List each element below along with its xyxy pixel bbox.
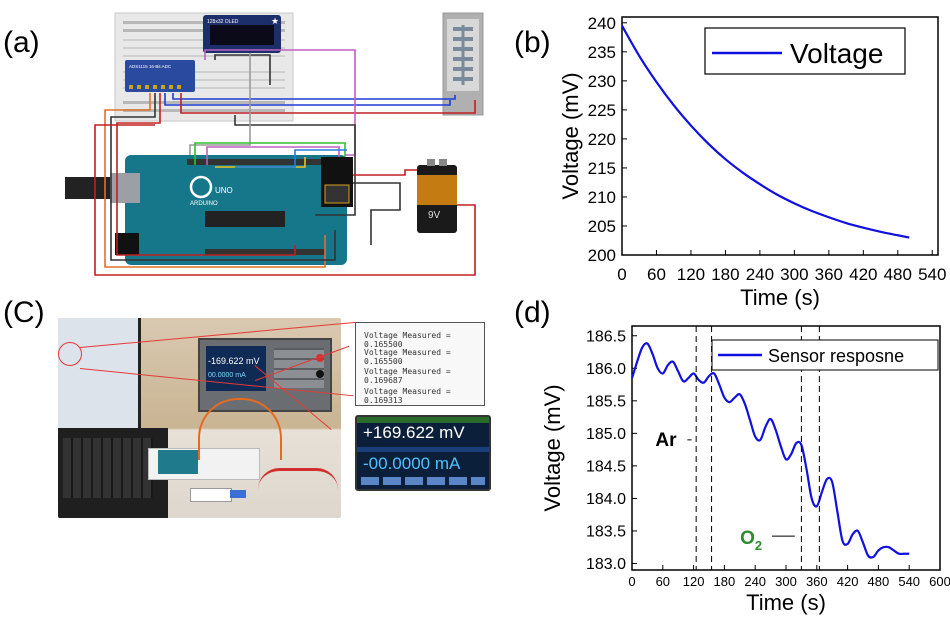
y-tick-label: 186.0	[586, 361, 626, 378]
x-tick-label: 540	[898, 574, 920, 589]
meter-current: -00.0000 mA	[363, 454, 461, 473]
y-axis-label: Voltage (mV)	[558, 72, 583, 199]
annotation-o2: O2	[740, 528, 762, 553]
setup-photo: -169.622 mV 00.0000 mA	[58, 318, 341, 518]
y-tick-label: 235	[588, 43, 616, 62]
reading-4: Voltage Measured = 0.169313	[364, 387, 451, 405]
meter-small-current: 00.0000 mA	[208, 372, 246, 379]
y-tick-label: 185.0	[586, 426, 626, 443]
x-tick-label: 360	[815, 265, 843, 284]
x-tick-label: 480	[884, 265, 912, 284]
board-label: UNO	[215, 186, 233, 195]
x-tick-label: 180	[711, 265, 739, 284]
legend-label: Voltage	[790, 38, 883, 69]
y-tick-label: 200	[588, 246, 616, 265]
x-tick-label: 360	[806, 574, 828, 589]
y-tick-label: 210	[588, 188, 616, 207]
y-axis-label: Voltage (mV)	[540, 384, 565, 511]
x-tick-label: 420	[849, 265, 877, 284]
circuit-diagram: 128x32 OLED ★ ADS1115 16-Bit ADC UNO ARD…	[65, 12, 484, 276]
plot-frame	[621, 16, 939, 256]
x-tick-label: 240	[746, 265, 774, 284]
x-tick-label: 60	[656, 574, 670, 589]
meter-voltage: +169.622 mV	[363, 423, 465, 442]
panel-label-c: (C)	[3, 296, 45, 329]
arduino-board	[125, 155, 347, 265]
y-tick-label: 186.5	[586, 328, 626, 345]
y-tick-label: 184.5	[586, 458, 626, 475]
y-tick-label: 184.0	[586, 491, 626, 508]
y-tick-label: 225	[588, 101, 616, 120]
panel-label-a: (a)	[3, 26, 40, 59]
x-tick-label: 480	[868, 574, 890, 589]
sensor-chip	[190, 488, 232, 502]
readings-box: Voltage Measured = 0.165500 Voltage Meas…	[355, 322, 485, 406]
x-tick-label: 120	[683, 574, 705, 589]
y-tick-label: 230	[588, 72, 616, 91]
battery-label: 9V	[428, 210, 441, 221]
reading-3: Voltage Measured = 0.169687	[364, 367, 451, 385]
panel-label-d: (d)	[514, 296, 551, 329]
x-tick-label: 0	[628, 574, 635, 589]
oled-label: 128x32 OLED	[207, 19, 239, 25]
annotation-ar: Ar	[655, 430, 677, 451]
x-tick-label: 240	[744, 574, 766, 589]
zoom-circle	[58, 342, 82, 366]
y-tick-label: 240	[588, 14, 616, 33]
y-tick-label: 205	[588, 217, 616, 236]
y-tick-label: 183.5	[586, 524, 626, 541]
series-line	[630, 342, 910, 559]
x-tick-label: 0	[617, 265, 626, 284]
y-tick-label: 215	[588, 159, 616, 178]
adc-label: ADS1115 16-Bit ADC	[129, 64, 172, 69]
x-tick-label: 420	[837, 574, 859, 589]
y-tick-label: 183.0	[586, 556, 626, 573]
x-tick-label: 300	[775, 574, 797, 589]
adc-module	[125, 60, 195, 92]
chart-d: 0 60 120 180 240 300 360 420 480 540 600 183.0 183.5…	[540, 325, 950, 615]
meter-small-voltage: -169.622 mV	[208, 356, 260, 366]
legend-label: Sensor resposne	[768, 346, 904, 366]
reading-2: Voltage Measured = 0.165500	[364, 348, 451, 366]
y-tick-label: 220	[588, 130, 616, 149]
x-axis-label: Time (s)	[746, 590, 826, 615]
chart-b: 0 60 120 180 240 300 360 420 480 540 200 205 210 215 2…	[558, 14, 946, 310]
meter-display-zoom: +169.622 mV -00.0000 mA	[355, 415, 491, 491]
reading-1: Voltage Measured = 0.165500	[364, 331, 451, 349]
svg-text:★: ★	[271, 16, 279, 26]
x-tick-label: 120	[677, 265, 705, 284]
photo-arduino	[158, 450, 198, 474]
laptop-screen	[58, 318, 141, 428]
panel-label-b: (b)	[514, 26, 551, 59]
x-tick-label: 600	[929, 574, 950, 589]
x-tick-label: 60	[647, 265, 666, 284]
brand-label: ARDUINO	[190, 201, 218, 207]
legend-box	[704, 27, 906, 75]
multimeter: -169.622 mV 00.0000 mA	[198, 338, 332, 412]
x-tick-label: 540	[918, 265, 946, 284]
series-line	[621, 25, 910, 239]
x-tick-label: 180	[714, 574, 736, 589]
y-tick-label: 185.5	[586, 393, 626, 410]
x-tick-label: 300	[780, 265, 808, 284]
x-axis-label: Time (s)	[740, 285, 820, 310]
